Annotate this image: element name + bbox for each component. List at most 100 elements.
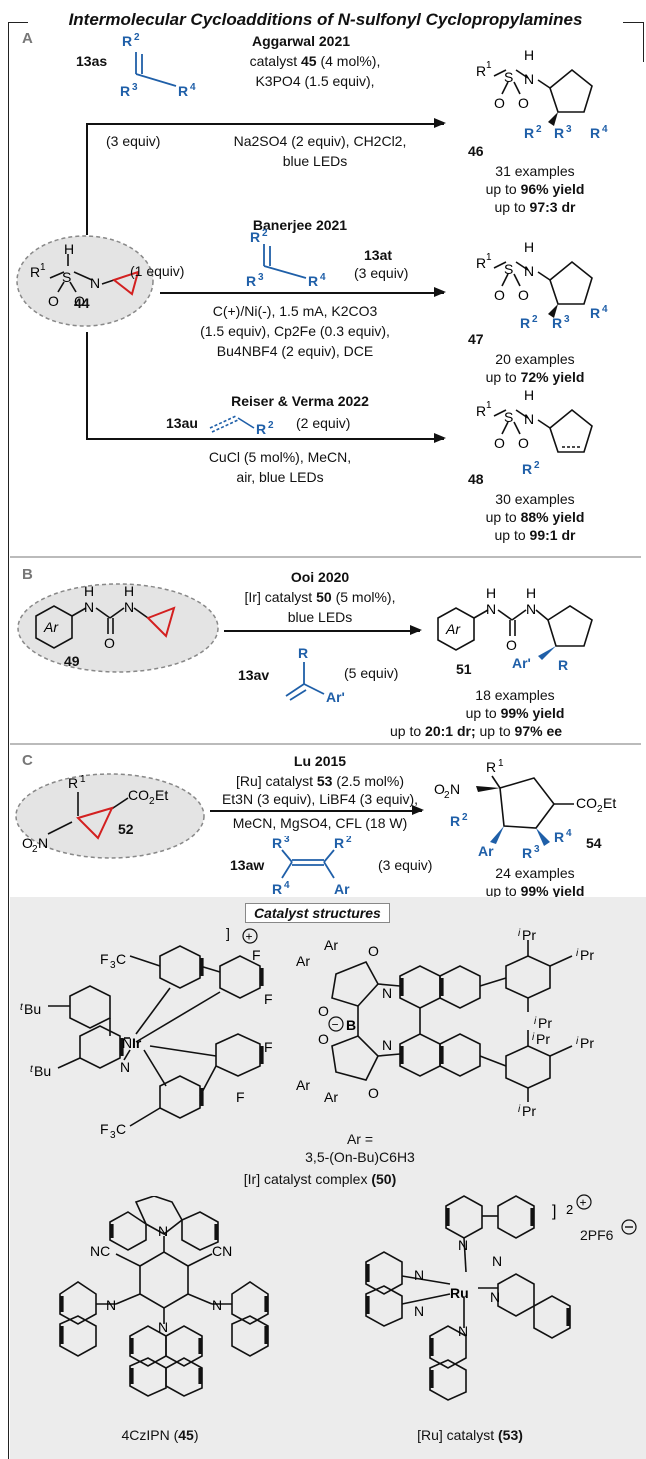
divider-b-c [10, 743, 641, 745]
svg-text:Ar': Ar' [326, 689, 345, 705]
svg-text:2: 2 [268, 420, 274, 431]
svg-text:i: i [576, 948, 579, 959]
svg-text:F: F [264, 991, 273, 1007]
svg-text:H: H [486, 585, 496, 601]
svg-text:]: ] [552, 1203, 556, 1220]
svg-text:N: N [526, 601, 536, 617]
b-equiv: (5 equiv) [344, 665, 399, 681]
svg-text:2: 2 [262, 228, 268, 239]
section-c-letter: C [22, 752, 33, 769]
arrow-b [224, 626, 422, 634]
svg-text:R: R [68, 775, 78, 791]
svg-text:]: ] [226, 926, 230, 941]
catalyst-structures-label: Catalyst structures [245, 903, 390, 923]
svg-text:Pr: Pr [538, 1015, 552, 1031]
svg-text:CO: CO [128, 787, 149, 803]
counterion-pf6: 2PF6 [580, 1227, 614, 1243]
svg-text:N: N [90, 275, 100, 291]
svg-text:3: 3 [110, 1130, 116, 1141]
r1-cond-4: blue LEDs [282, 153, 348, 169]
svg-text:F: F [100, 951, 109, 967]
svg-text:H: H [524, 47, 534, 63]
svg-text:H: H [524, 239, 534, 255]
svg-text:R: R [30, 264, 40, 280]
reagent-13aw-label: 13aw [230, 857, 265, 873]
c-examples: 24 examples [495, 865, 575, 881]
svg-text:O: O [74, 293, 85, 309]
svg-text:S: S [504, 261, 513, 277]
svg-text:Pr: Pr [536, 1031, 550, 1047]
c-cond-2: Et3N (3 equiv), LiBF4 (3 equiv), [221, 791, 419, 807]
svg-text:N: N [158, 1319, 168, 1335]
svg-text:2: 2 [597, 804, 603, 815]
svg-text:F: F [236, 1089, 245, 1105]
svg-text:i: i [576, 1036, 579, 1047]
svg-text:t: t [20, 1002, 24, 1013]
b-examples: 18 examples [475, 687, 555, 703]
svg-text:N: N [524, 263, 534, 279]
svg-text:N: N [158, 1223, 168, 1239]
r1-examples: 31 examples [495, 163, 575, 179]
r3-examples: 30 examples [495, 491, 575, 507]
r3-dr: up to 99:1 dr [494, 527, 576, 543]
ru-complex-structure: N N N Ru N N N ] 2 + [365, 1194, 592, 1401]
svg-text:N: N [124, 599, 134, 615]
svg-text:O: O [368, 943, 379, 959]
c-cond-3: MeCN, MgSO4, CFL (18 W) [232, 815, 408, 831]
svg-text:i: i [518, 1104, 521, 1115]
svg-text:4: 4 [566, 828, 572, 839]
minus-charge-icon [621, 1219, 637, 1235]
svg-text:O: O [318, 1031, 329, 1047]
svg-text:R: R [272, 881, 282, 897]
r2-examples: 20 examples [495, 351, 575, 367]
svg-text:R: R [272, 836, 282, 851]
svg-text:Pr: Pr [522, 1103, 536, 1119]
r1-yield: up to 96% yield [485, 181, 585, 197]
r2-heading: Banerjee 2021 [252, 217, 348, 233]
svg-text:Pr: Pr [522, 927, 536, 943]
svg-text:Ar: Ar [43, 619, 59, 635]
svg-text:Ru: Ru [450, 1285, 469, 1301]
svg-text:R: R [450, 813, 460, 829]
r2-equiv-2: (3 equiv) [354, 265, 409, 281]
svg-text:1: 1 [80, 774, 86, 785]
svg-text:S: S [504, 69, 513, 85]
svg-text:R: R [120, 83, 130, 99]
svg-text:R: R [334, 836, 344, 851]
svg-text:N: N [492, 1253, 502, 1269]
r1-dr: up to 97:3 dr [494, 199, 576, 215]
frame-left-border [8, 22, 9, 1459]
svg-text:H: H [84, 583, 94, 599]
svg-text:F: F [252, 947, 261, 963]
svg-text:Pr: Pr [580, 947, 594, 963]
c-equiv: (3 equiv) [378, 857, 433, 873]
svg-text:3: 3 [534, 844, 540, 855]
svg-text:Bu: Bu [34, 1063, 51, 1079]
r1-cond-2: K3PO4 (1.5 equiv), [255, 73, 375, 89]
product-47-label: 47 [468, 331, 484, 347]
svg-text:R: R [178, 83, 188, 99]
svg-text:NC: NC [90, 1243, 110, 1259]
svg-text:O: O [494, 95, 505, 111]
svg-text:R: R [558, 657, 568, 673]
svg-text:2: 2 [444, 790, 450, 801]
svg-text:2: 2 [149, 796, 155, 807]
svg-text:3: 3 [564, 314, 570, 325]
r2-cond-3: Bu4NBF4 (2 equiv), DCE [216, 343, 374, 359]
svg-text:R: R [246, 273, 256, 288]
svg-text:Ar': Ar' [512, 655, 531, 671]
svg-text:N: N [414, 1267, 424, 1283]
catalyst-panel [10, 897, 646, 1459]
svg-text:3: 3 [110, 960, 116, 971]
svg-text:R: R [476, 403, 486, 419]
svg-text:Bu: Bu [24, 1001, 41, 1017]
r3-cond-2: air, blue LEDs [236, 469, 324, 485]
product-51-structure: Ar HN HN O Ar' R [437, 585, 593, 673]
svg-text:H: H [124, 583, 134, 599]
svg-text:i: i [532, 1032, 535, 1043]
svg-text:CN: CN [212, 1243, 232, 1259]
